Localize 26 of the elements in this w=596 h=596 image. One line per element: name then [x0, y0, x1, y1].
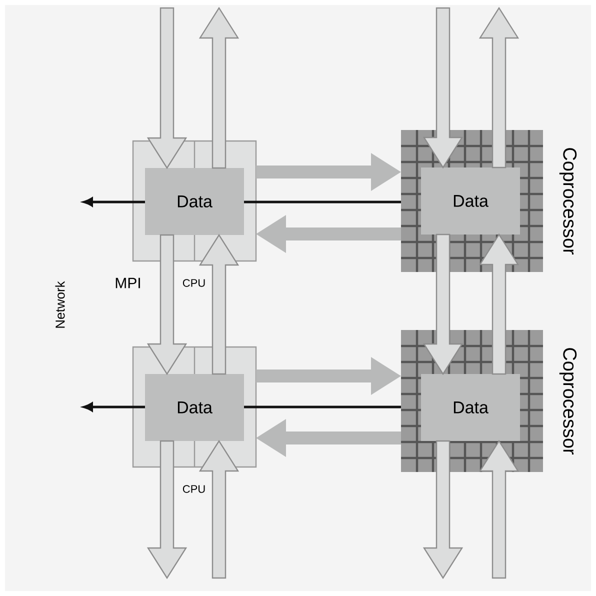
side-label: Coprocessor [559, 148, 577, 254]
block-arrow [256, 357, 401, 395]
text-label: CPU [182, 279, 205, 287]
block-arrow [478, 233, 520, 375]
block-arrow [198, 6, 240, 169]
block-arrow [478, 440, 520, 579]
data-box: Data [145, 374, 244, 441]
text-label: MPI [116, 278, 140, 288]
data-box: Data [145, 168, 244, 235]
data-box: Data [421, 168, 520, 234]
block-arrow [422, 440, 464, 580]
block-arrow [146, 7, 188, 170]
block-arrow [146, 440, 188, 580]
block-arrow [146, 234, 188, 376]
data-box: Data [421, 374, 520, 441]
block-arrow [422, 7, 464, 169]
side-label: Coprocessor [559, 348, 577, 455]
block-arrow [256, 153, 401, 191]
block-arrow [478, 6, 520, 168]
text-label: Network [55, 281, 65, 328]
block-arrow [422, 234, 464, 376]
block-arrow [198, 234, 240, 375]
block-arrow [256, 215, 401, 253]
block-arrow [198, 440, 240, 579]
text-label: CPU [182, 485, 205, 493]
block-arrow [256, 419, 401, 457]
